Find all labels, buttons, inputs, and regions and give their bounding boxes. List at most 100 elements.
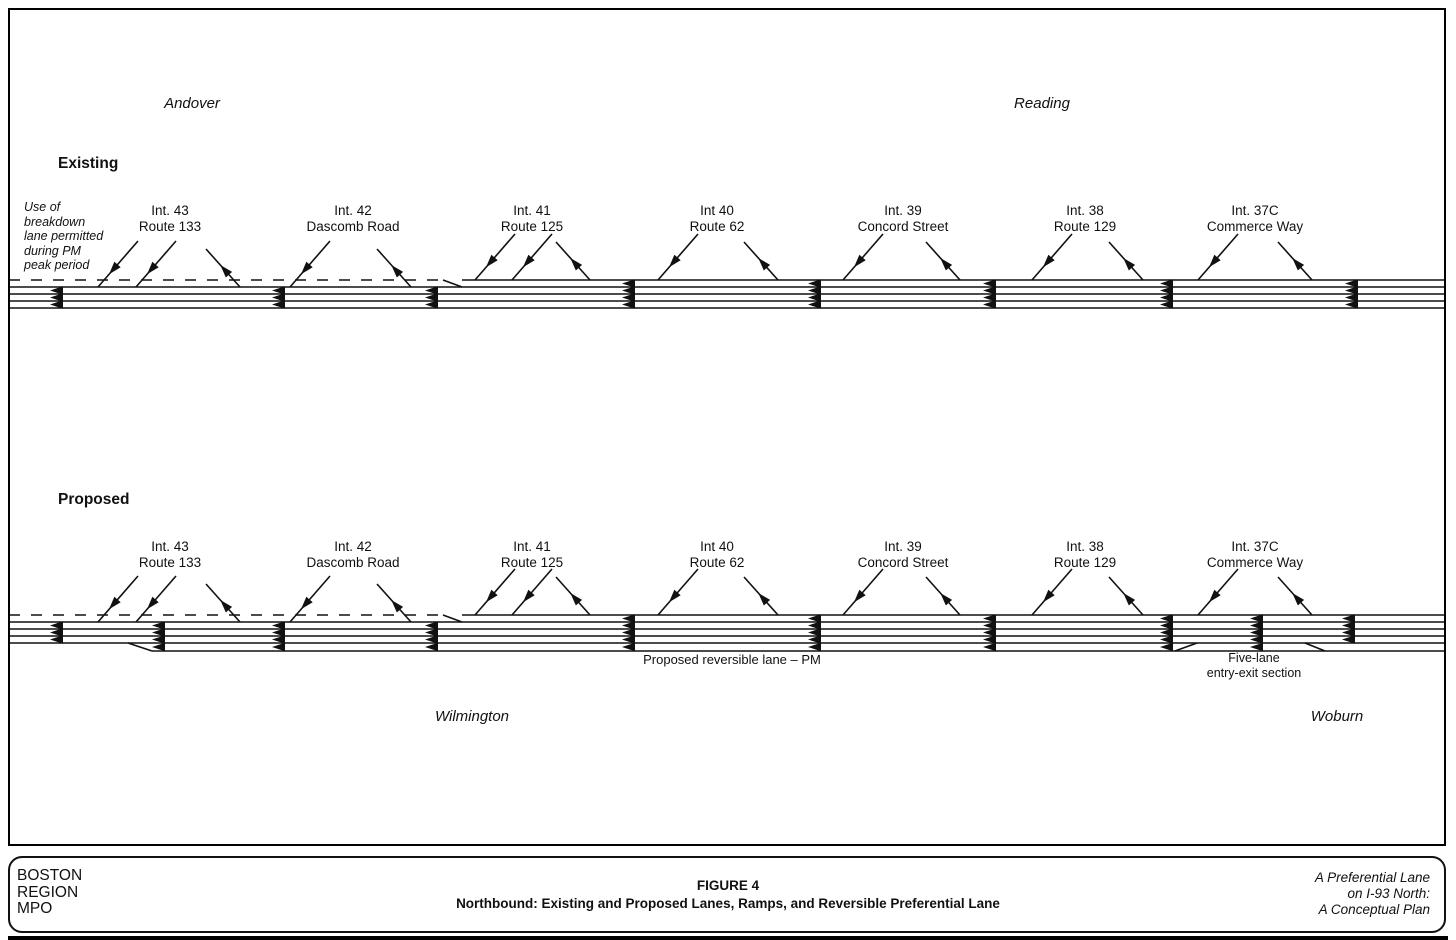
lane-direction-arrow	[1160, 614, 1173, 623]
lane-direction-arrow	[50, 286, 63, 295]
interchange-road: Commerce Way	[1206, 219, 1304, 234]
town-label-wilmington: Wilmington	[434, 708, 510, 725]
lane-direction-arrow	[272, 286, 285, 295]
off-ramp-arrow	[940, 258, 953, 271]
off-ramp-arrow	[220, 265, 233, 278]
lane-direction-arrow	[622, 621, 635, 630]
off-ramp-arrow	[1123, 593, 1136, 606]
lane-direction-arrow	[1160, 621, 1173, 630]
lane-direction-arrow	[1160, 279, 1173, 288]
lane-direction-arrow	[622, 635, 635, 644]
on-ramp-line	[135, 240, 177, 288]
on-ramp-arrow	[669, 254, 681, 268]
lane-direction-arrow	[1250, 635, 1263, 644]
lane-direction-arrow	[272, 628, 285, 637]
org-line: MPO	[17, 900, 53, 917]
interchange-number: Int. 38	[1066, 203, 1104, 218]
lane-direction-arrow	[983, 293, 996, 302]
footer-frame	[8, 856, 1446, 933]
lane-direction-arrow	[425, 635, 438, 644]
on-ramp-arrow	[523, 589, 535, 603]
lane-direction-arrow	[1250, 614, 1263, 623]
on-ramp-arrow	[669, 589, 681, 603]
interchange-number: Int. 37C	[1231, 203, 1279, 218]
lane-direction-arrow	[152, 635, 165, 644]
interchange-number: Int. 37C	[1231, 539, 1279, 554]
town-label-reading: Reading	[1014, 95, 1070, 112]
lane-direction-arrow	[272, 642, 285, 652]
lane-direction-arrow	[50, 293, 63, 302]
lane-direction-arrow	[1160, 642, 1173, 652]
lane-direction-arrow	[808, 614, 821, 623]
lane-direction-arrow	[1342, 628, 1355, 637]
town-label-woburn: Woburn	[1310, 708, 1364, 725]
project-line: A Preferential Lane	[1314, 870, 1430, 885]
lane-direction-arrow	[1345, 279, 1358, 288]
figure-number: FIGURE 4	[696, 878, 760, 893]
lane-direction-arrow	[1160, 300, 1173, 309]
lane-direction-arrow	[50, 300, 63, 309]
figure-title: Northbound: Existing and Proposed Lanes,…	[456, 896, 1000, 911]
lane-taper-line	[127, 642, 153, 652]
lane-taper-line	[1174, 642, 1198, 652]
interchange-road: Dascomb Road	[306, 219, 400, 234]
note-line: lane permitted	[24, 229, 104, 244]
interchange-number: Int. 43	[151, 539, 189, 554]
lane-direction-arrow	[808, 628, 821, 637]
lane-direction-arrow	[1160, 635, 1173, 644]
note-line: during PM	[24, 243, 81, 258]
note-line: Use of	[24, 200, 61, 214]
interchange-number: Int 40	[700, 539, 734, 554]
interchange-road: Route 133	[138, 555, 202, 570]
lane-taper-line	[442, 614, 463, 623]
reversible-lane-label: Proposed reversible lane – PM	[643, 652, 821, 667]
organization-name: BOSTON REGION MPO	[17, 867, 82, 918]
interchange-number: Int. 38	[1066, 539, 1104, 554]
project-line: A Conceptual Plan	[1318, 902, 1430, 917]
lane-direction-arrow	[50, 621, 63, 630]
breakdown-lane-note: Use of breakdown lane permitted during P…	[24, 200, 103, 273]
highway-diagram-canvas	[9, 233, 1446, 652]
five-lane-label-line: Five-lane	[1228, 651, 1280, 665]
off-ramp-arrow	[1123, 258, 1136, 271]
on-ramp-line	[657, 233, 699, 281]
org-line: REGION	[17, 883, 79, 901]
lane-direction-arrow	[272, 621, 285, 630]
lane-direction-arrow	[425, 628, 438, 637]
note-line: peak period	[24, 258, 90, 273]
lane-direction-arrow	[1342, 614, 1355, 623]
on-ramp-line	[511, 568, 553, 616]
lane-direction-arrow	[983, 635, 996, 644]
lane-direction-arrow	[622, 286, 635, 295]
off-ramp-arrow	[391, 265, 404, 278]
section-heading-proposed: Proposed	[58, 491, 130, 508]
interchange-road: Route 129	[1053, 555, 1117, 570]
lane-direction-arrow	[1345, 286, 1358, 295]
lane-direction-arrow	[425, 642, 438, 652]
interchange-road: Dascomb Road	[306, 555, 400, 570]
off-ramp-arrow	[1292, 593, 1305, 606]
lane-direction-arrow	[152, 621, 165, 630]
interchange-number: Int. 42	[334, 203, 372, 218]
on-ramp-line	[474, 233, 516, 281]
interchange-number: Int. 41	[513, 539, 551, 554]
lane-direction-arrow	[272, 635, 285, 644]
lane-direction-arrow	[622, 279, 635, 288]
interchange-number: Int. 39	[884, 203, 922, 218]
five-lane-section-label: Five-lane entry-exit section	[1169, 651, 1339, 680]
on-ramp-line	[97, 575, 139, 623]
lane-direction-arrow	[272, 300, 285, 309]
interchange-number: Int. 42	[334, 539, 372, 554]
off-ramp-arrow	[758, 258, 771, 271]
